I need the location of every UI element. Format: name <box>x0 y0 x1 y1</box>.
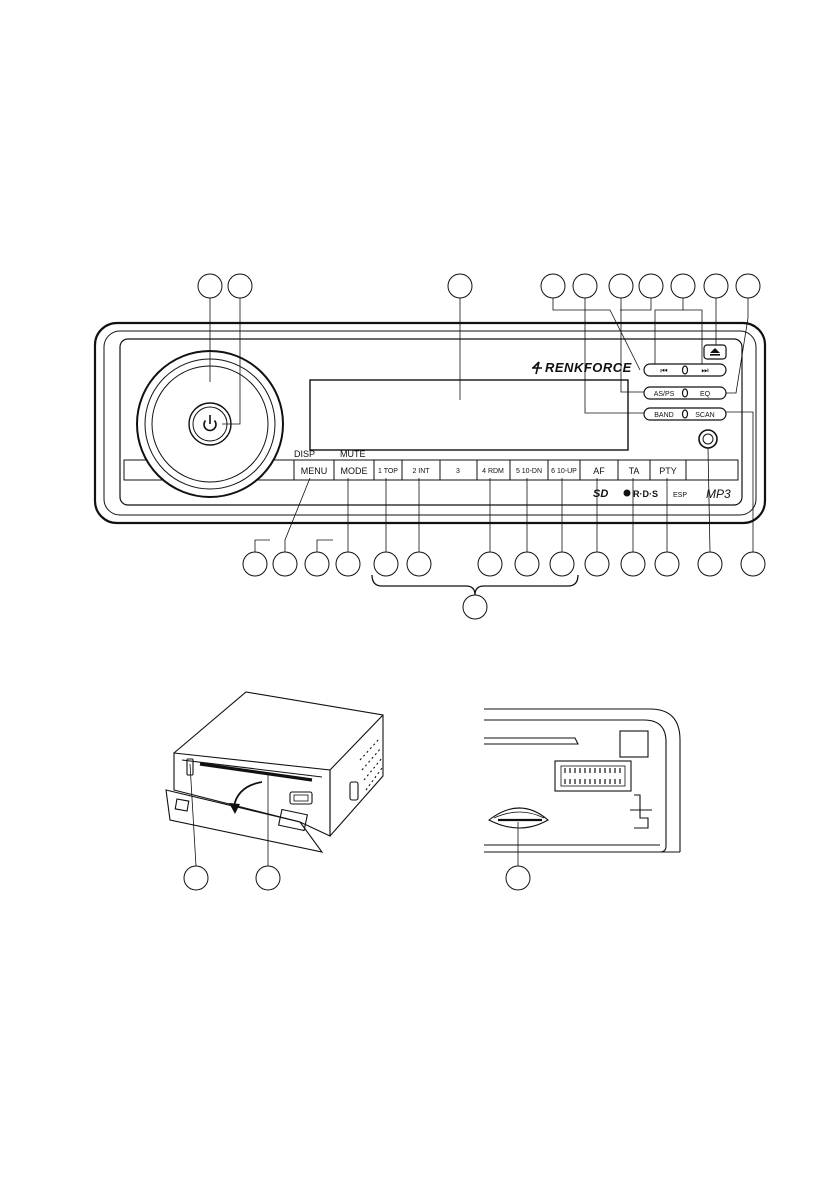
band-label: BAND <box>654 412 673 419</box>
skip-back-icon: ⏮ <box>660 366 667 375</box>
ta-label: TA <box>629 466 640 476</box>
scan-label: SCAN <box>695 412 714 419</box>
preset-6-label: 6 10-UP <box>551 468 577 475</box>
rds-logo: R·D·S <box>633 489 658 499</box>
open-arrow-icon <box>234 782 262 806</box>
disp-label: DISP <box>294 449 315 459</box>
callout-circles-rear <box>506 822 530 890</box>
iso-connector <box>555 761 631 791</box>
eject-icon <box>710 348 720 356</box>
mp3-logo: MP3 <box>706 487 731 501</box>
menu-label: MENU <box>301 466 328 476</box>
brand-logo: RENKFORCE <box>532 360 632 375</box>
preset-3-label: 3 <box>456 468 460 475</box>
callout-circles-top <box>198 274 760 298</box>
aux-jack[interactable] <box>699 430 717 448</box>
release-slot[interactable] <box>489 808 548 828</box>
pty-label: PTY <box>659 466 677 476</box>
eq-label: EQ <box>700 391 711 398</box>
sd-logo: SD <box>593 488 608 500</box>
cd-slot-view <box>166 692 383 852</box>
af-label: AF <box>593 466 605 476</box>
preset-1-label: 1 TOP <box>378 468 398 475</box>
mode-label: MODE <box>341 466 368 476</box>
mute-label: MUTE <box>340 449 366 459</box>
callout-leaders-top <box>210 298 748 424</box>
rds-dot-icon <box>624 490 631 497</box>
button-row-labels: MENU MODE 1 TOP 2 INT 3 4 RDM 5 10-DN 6 … <box>301 466 677 476</box>
esp-logo: ESP <box>673 492 687 499</box>
rear-connector-view <box>484 709 680 852</box>
brand-text: RENKFORCE <box>545 360 632 375</box>
preset-2-label: 2 INT <box>412 468 430 475</box>
callout-circles-cd <box>184 866 280 890</box>
folded-faceplate[interactable] <box>166 790 322 852</box>
preset-5-label: 5 10-DN <box>516 468 542 475</box>
as-ps-label: AS/PS <box>654 391 675 398</box>
vent-grille <box>360 738 382 790</box>
skip-forward-icon: ⏭ <box>701 366 708 375</box>
feature-logos: SD R·D·S ESP MP3 <box>593 487 731 501</box>
preset-4-label: 4 RDM <box>482 468 504 475</box>
